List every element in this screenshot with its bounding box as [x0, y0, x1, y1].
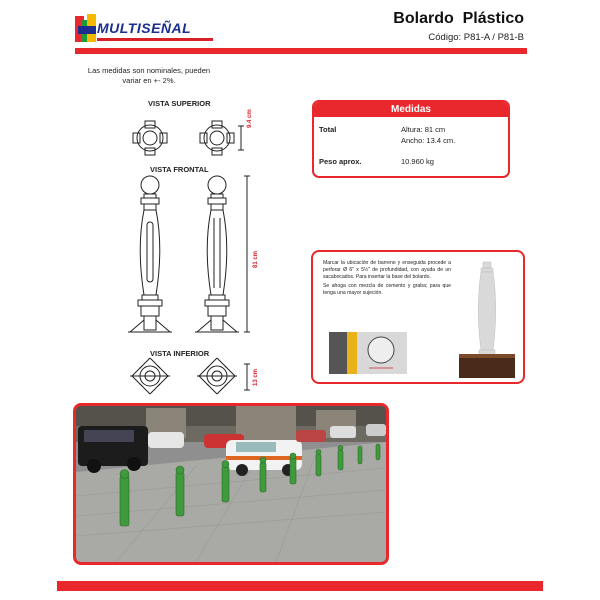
top-view-dimension: 9.4 cm [247, 109, 253, 128]
brand-logo: MULTISEÑAL [75, 10, 215, 48]
installation-step-2: Se ahoga con mezcla de cemento y graba; … [323, 282, 451, 296]
bollards [119, 443, 381, 527]
bottom-view-right-icon [197, 357, 237, 395]
footer-bar [57, 581, 543, 591]
top-view-right-icon [199, 120, 235, 156]
bottom-view-dimension: 13 cm [253, 368, 259, 386]
weight-label: Peso aprox. [319, 157, 362, 166]
technical-drawing [128, 120, 250, 395]
total-label: Total [319, 125, 337, 134]
bottom-view-left-icon [130, 357, 170, 395]
street-scene-image [76, 406, 386, 562]
logo-mark-icon [75, 14, 96, 42]
street-photo [73, 403, 389, 565]
height-value: Altura: 81 cm [401, 125, 446, 134]
measures-heading: Medidas [314, 102, 508, 117]
drilling-diagram [329, 332, 407, 374]
installation-card: Marcar la ubicación de barreno y ensegui… [311, 250, 525, 384]
brand-name: MULTISEÑAL [97, 20, 192, 36]
installation-step-1: Marcar la ubicación de barreno y ensegui… [323, 260, 451, 281]
installed-bollard-diagram [459, 261, 515, 378]
front-view-left-icon [128, 175, 172, 333]
header-divider [75, 48, 527, 54]
product-code: Código: P81-A / P81-B [428, 32, 524, 43]
logo-underline [97, 38, 213, 41]
top-view-label: VISTA SUPERIOR [148, 99, 211, 108]
front-view-label: VISTA FRONTAL [150, 165, 209, 174]
front-view-dimension: 81 cm [253, 250, 259, 268]
tolerance-note: Las medidas son nominales, pueden variar… [87, 66, 211, 85]
installation-text: Marcar la ubicación de barreno y ensegui… [323, 260, 451, 298]
bottom-view-label: VISTA INFERIOR [150, 349, 210, 358]
width-value: Ancho: 13.4 cm. [401, 136, 456, 145]
weight-value: 10.960 kg [401, 157, 434, 166]
front-view-right-icon [195, 175, 239, 333]
page-title: Bolardo Plástico [393, 10, 524, 27]
top-view-left-icon [132, 120, 168, 156]
measures-card: Medidas Total Altura: 81 cm Ancho: 13.4 … [312, 100, 510, 178]
